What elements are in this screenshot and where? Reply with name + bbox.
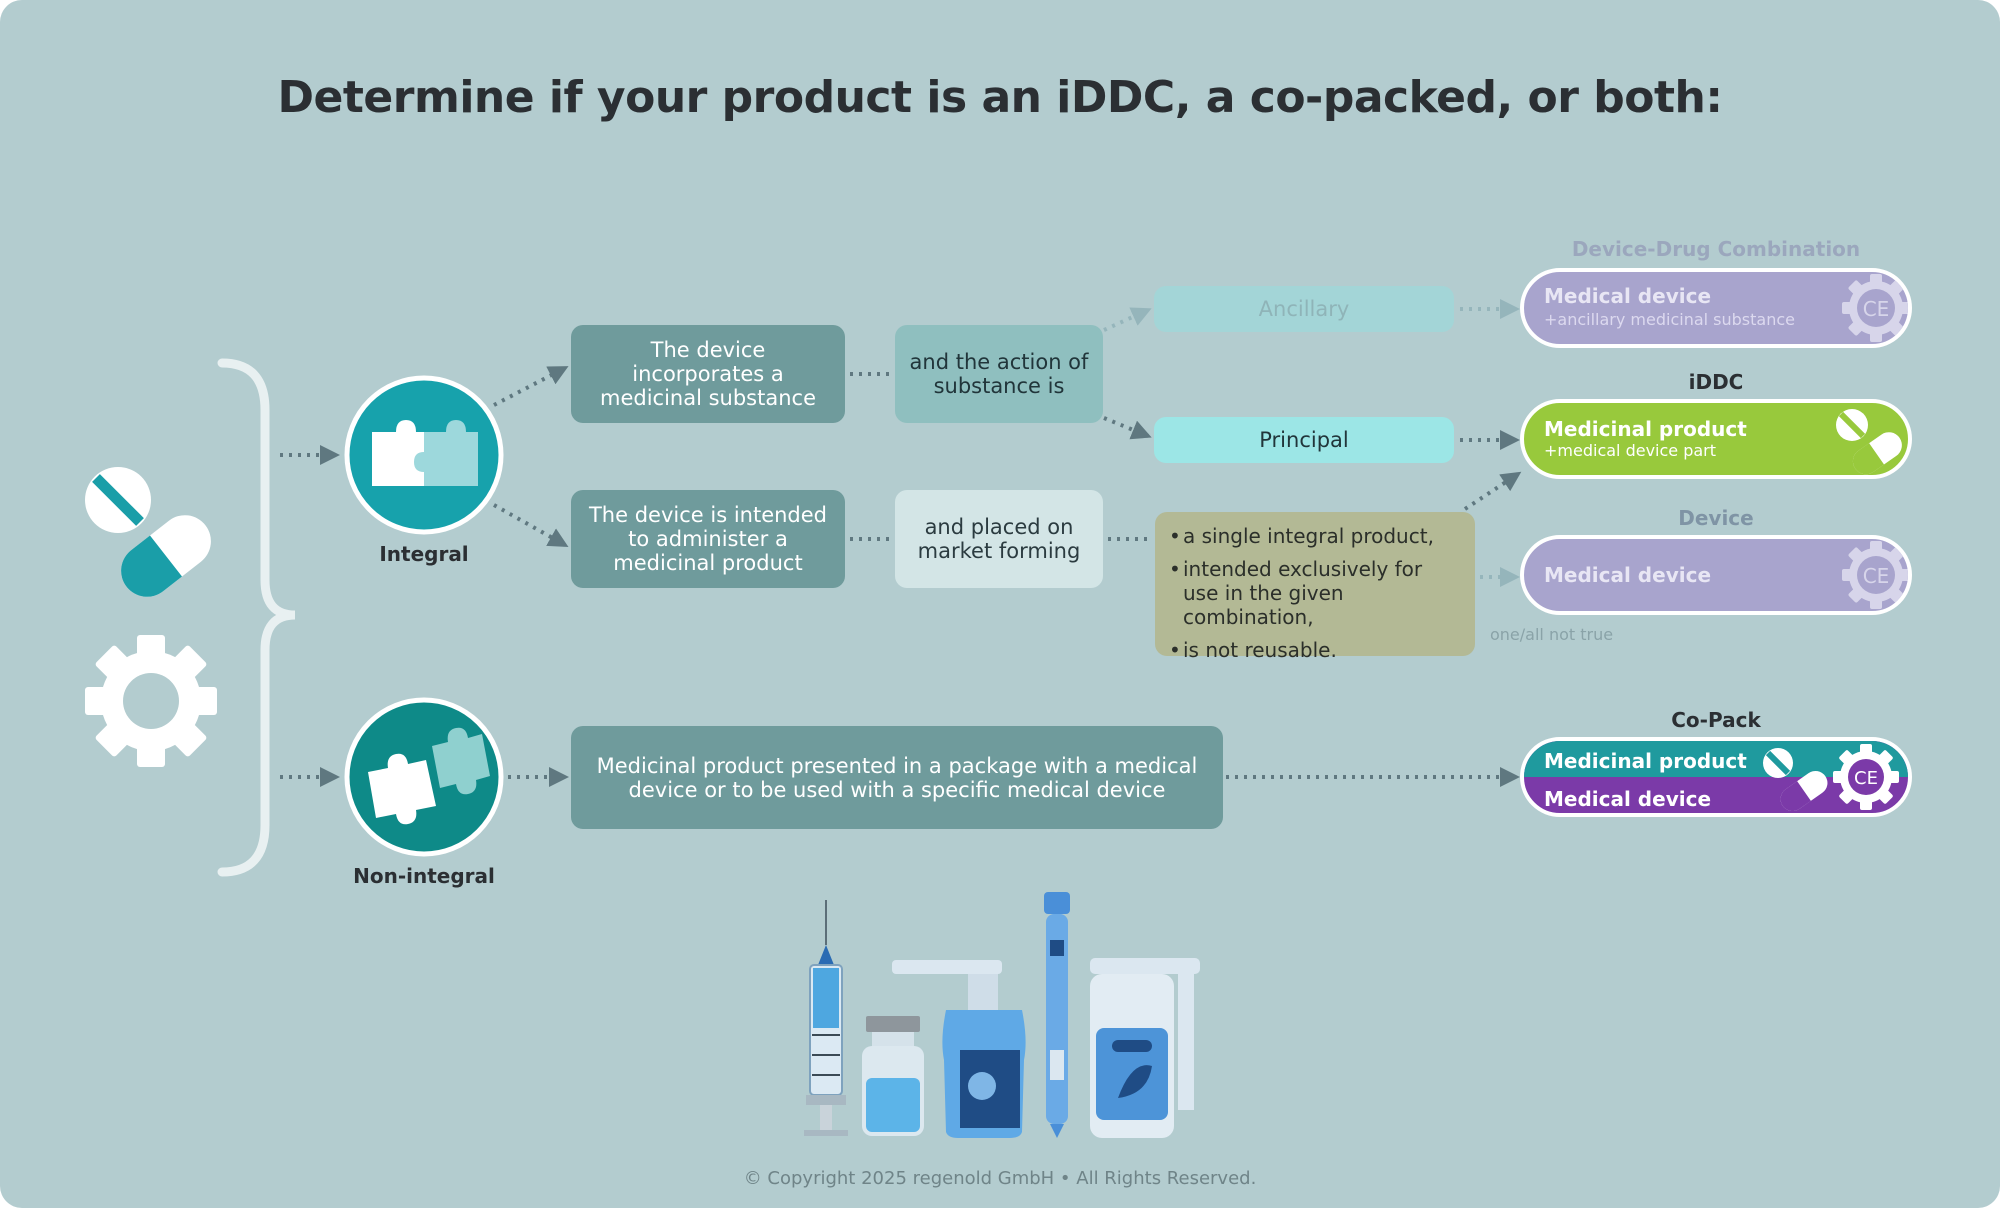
ce-mark-text: CE: [1854, 768, 1878, 789]
vial-icon: [862, 1016, 924, 1136]
iddc-outcome-pill: Medicinal product +medical device part: [1520, 399, 1912, 479]
intended-box: The device is intended to administer a m…: [571, 490, 845, 588]
action-box: and the action of substance is: [895, 325, 1103, 423]
nonintegral-puzzle-icon: [344, 697, 504, 857]
pill-icon-small: [1836, 409, 1902, 475]
inhaler-icon: [1090, 958, 1200, 1138]
ce-mark-text: CE: [1863, 297, 1890, 321]
device-outcome-pill: Medical device CE: [1520, 535, 1912, 615]
grouping-bracket: [217, 358, 296, 877]
connector-conditions-iddc: [1463, 471, 1522, 511]
placed-box: and placed on market forming: [895, 490, 1103, 588]
condition-item: intended exclusively for use in the give…: [1169, 557, 1461, 629]
condition-item: is not reusable.: [1169, 638, 1461, 662]
ddc-line1: Medical device: [1544, 284, 1712, 308]
nasal-spray-icon: [892, 960, 1026, 1138]
iddc-category-title: iDDC: [1688, 370, 1744, 394]
copack-outcome-pill: Medicinal product Medical device CE: [1520, 737, 1912, 817]
iddc-line2: +medical device part: [1544, 441, 1717, 460]
ddc-line2: +ancillary medicinal substance: [1544, 310, 1795, 329]
integral-puzzle-icon: [344, 375, 504, 535]
integral-label: Integral: [379, 542, 469, 566]
copack-line1: Medicinal product: [1544, 749, 1747, 773]
incorporates-box: The device incorporates a medicinal subs…: [571, 325, 845, 423]
copack-icons: CE: [1763, 744, 1899, 812]
connector-action-principal: [1103, 416, 1152, 440]
nonintegral-label: Non-integral: [353, 864, 495, 888]
page-title: Determine if your product is an iDDC, a …: [277, 72, 1723, 123]
ce-gear-icon: CE: [1842, 541, 1908, 609]
copack-category-title: Co-Pack: [1671, 708, 1761, 732]
principal-box: Principal: [1154, 417, 1454, 463]
ce-gear-icon: CE: [1842, 274, 1908, 342]
ancillary-box: Ancillary: [1154, 286, 1454, 332]
copyright-footer: © Copyright 2025 regenold GmbH • All Rig…: [743, 1168, 1257, 1189]
nonintegral-box: Medicinal product presented in a package…: [571, 726, 1223, 829]
conditions-box: a single integral product, intended excl…: [1155, 512, 1475, 662]
drug-delivery-devices-illustration: [804, 892, 1200, 1138]
connector-action-ancillary: [1103, 307, 1152, 332]
ddc-category-title: Device-Drug Combination: [1571, 237, 1861, 261]
device-category-title: Device: [1678, 506, 1754, 530]
device-line1: Medical device: [1544, 563, 1712, 587]
connector-integral-intended: [493, 503, 569, 547]
not-true-note: one/all not true: [1490, 625, 1614, 644]
injection-pen-icon: [1044, 892, 1070, 1138]
pill-icon: [85, 467, 211, 597]
ddc-outcome-pill: Medical device +ancillary medicinal subs…: [1520, 268, 1912, 348]
gear-icon: [85, 635, 217, 767]
copack-line2: Medical device: [1544, 787, 1712, 811]
ce-mark-text: CE: [1863, 564, 1890, 588]
syringe-icon: [804, 900, 848, 1136]
condition-item: a single integral product,: [1169, 524, 1461, 548]
iddc-line1: Medicinal product: [1544, 417, 1747, 441]
connector-integral-incorporates: [493, 366, 569, 407]
